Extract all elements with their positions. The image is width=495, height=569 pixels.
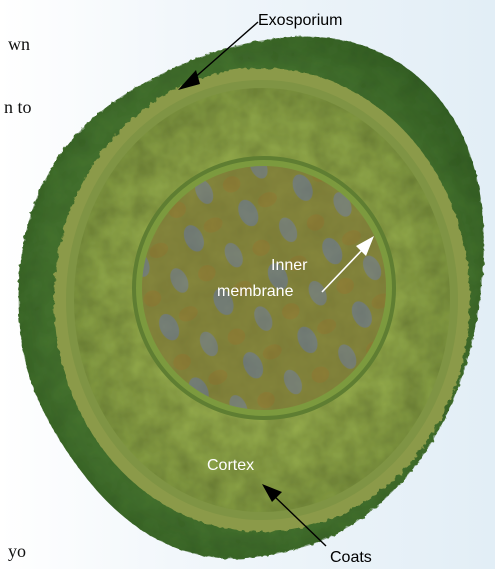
label-inner-membrane-line1: Inner xyxy=(271,257,308,274)
label-inner-membrane-line2: membrane xyxy=(217,283,294,300)
label-cortex: Cortex xyxy=(207,457,254,474)
label-exosporium: Exosporium xyxy=(258,12,342,29)
label-coats: Coats xyxy=(330,549,372,566)
